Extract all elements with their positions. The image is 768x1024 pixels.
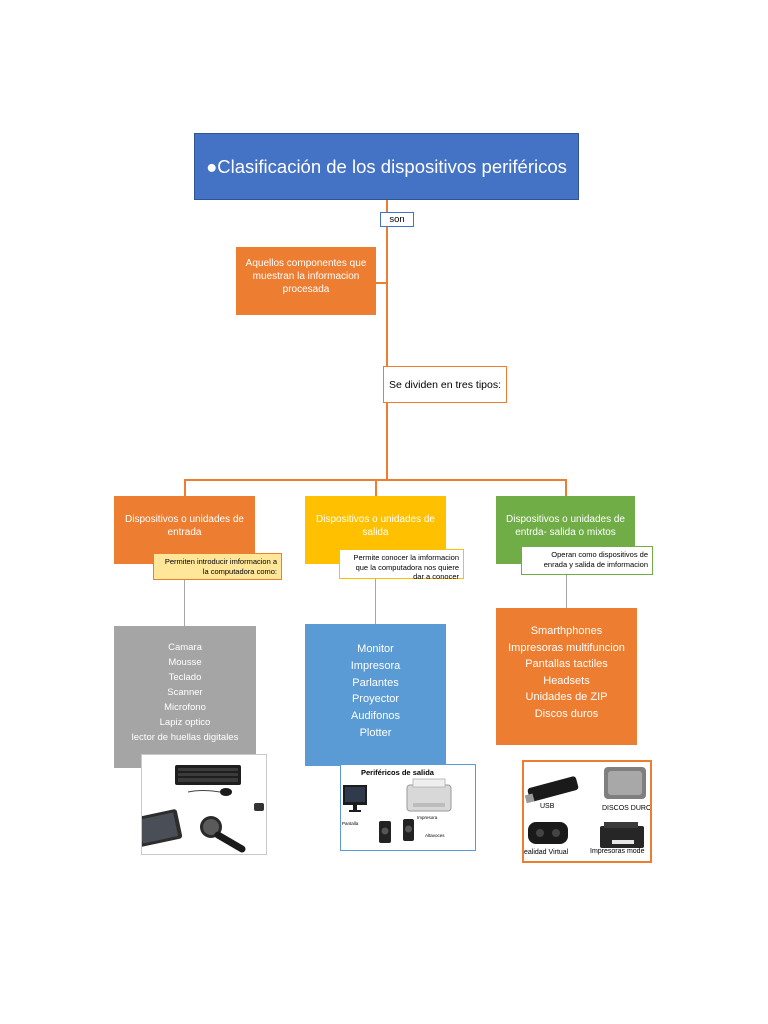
division-box: Se dividen en tres tipos: [383, 366, 507, 403]
list-item: Headsets [543, 674, 590, 687]
list-item: Impresoras multifuncion [508, 641, 625, 654]
connector-line [565, 479, 567, 496]
list-item: Lapiz optico [159, 717, 211, 728]
connector-line [386, 200, 388, 480]
category-input: Dispositivos o unidades de entrada [114, 496, 255, 564]
list-item: Audifonos [351, 710, 400, 723]
mixed-image-label: USB [540, 803, 555, 810]
vr-headset-icon [528, 822, 568, 844]
connector-line [375, 579, 376, 624]
list-item: Scanner [167, 687, 203, 698]
connector-line [375, 479, 377, 496]
diagram-title: ●Clasificación de los dispositivos perif… [194, 133, 579, 200]
output-image-label: Altavoces [425, 833, 445, 838]
mouse-icon [187, 788, 232, 796]
connector-line [376, 282, 386, 284]
list-item: Monitor [357, 643, 394, 655]
connector-label-son: son [380, 212, 414, 227]
list-item: Microfono [164, 702, 206, 713]
list-item: Parlantes [352, 676, 399, 689]
connector-line [184, 580, 185, 626]
monitor-icon [343, 785, 367, 812]
list-input-devices: Camara Mousse Teclado Scanner Microfono … [114, 626, 256, 768]
mixed-devices-image: USB DISCOS DURO ealidad Virtual Impresor… [522, 760, 652, 863]
note-input: Permiten introducir imformacion a la com… [153, 553, 282, 580]
list-item: Impresora [350, 659, 401, 672]
list-item: Discos duros [534, 707, 599, 720]
list-item: Camara [168, 642, 202, 653]
mixed-image-label: DISCOS DURO [602, 805, 652, 812]
list-mixed-devices: Smarthphones Impresoras multifuncion Pan… [496, 608, 637, 745]
tablet-icon [142, 809, 183, 847]
note-output: Permite conocer la imformacion que la co… [339, 549, 464, 581]
microphone-icon [200, 816, 246, 853]
output-image-title: Periféricos de salida [361, 768, 434, 777]
note-mixed: Operan como dispositivos de enrada y sal… [521, 546, 653, 575]
connector-line [184, 479, 186, 496]
speakers-icon [379, 819, 414, 843]
list-item: Mousse [168, 657, 202, 668]
connector-line [566, 575, 567, 608]
list-item: Proyector [351, 693, 400, 706]
keyboard-icon [175, 765, 241, 785]
list-item: Teclado [168, 672, 202, 683]
list-item: lector de huellas digitales [131, 732, 239, 743]
list-item: Unidades de ZIP [525, 691, 608, 704]
mixed-image-label: Impresoras mode [590, 848, 645, 855]
output-devices-image: Periféricos de salida Pantalla Impresora… [340, 764, 476, 851]
output-image-label: Impresora [417, 815, 438, 820]
list-item: Plotter [359, 726, 392, 739]
output-image-label: Pantalla [342, 821, 359, 826]
list-item: Pantallas tactiles [525, 658, 608, 671]
list-output-devices: Monitor Impresora Parlantes Proyector Au… [305, 624, 446, 766]
list-item: Smarthphones [530, 625, 603, 637]
usb-drive-icon [524, 776, 579, 804]
multifunction-printer-icon [600, 822, 644, 848]
printer-icon [406, 778, 452, 812]
input-devices-image [141, 754, 267, 855]
webcam-icon [254, 803, 264, 811]
hard-drive-icon [604, 767, 646, 799]
mixed-image-label: ealidad Virtual [524, 849, 569, 856]
definition-box: Aquellos componentes que muestran la inf… [236, 247, 376, 315]
